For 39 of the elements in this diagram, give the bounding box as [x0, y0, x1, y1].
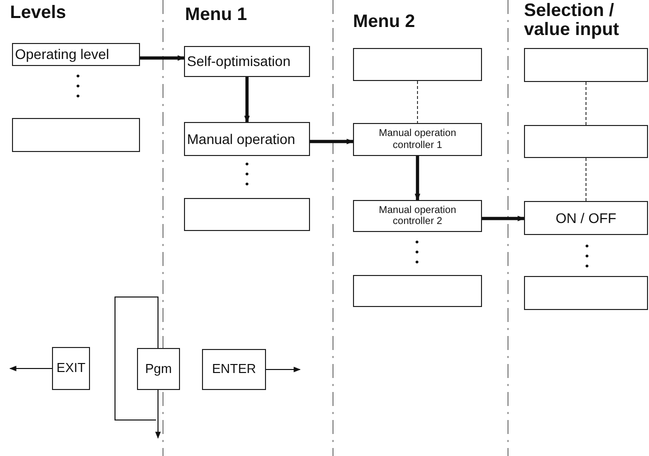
column-heading: Selection / value input: [524, 1, 620, 39]
empty-box: [353, 48, 482, 81]
empty-box: [524, 276, 648, 310]
connector-line: [114, 296, 158, 420]
menu-box: [353, 123, 482, 156]
menu-box: [184, 46, 310, 77]
menu-box: [353, 200, 482, 232]
arrow: [140, 55, 185, 61]
box-label: Manual operation controller 1: [378, 128, 458, 151]
menu-box: [524, 201, 648, 235]
arrow: [155, 390, 161, 439]
menu-box: [52, 347, 90, 390]
box-label: ENTER: [212, 362, 256, 377]
arrow: [414, 156, 420, 201]
box-label: Operating level: [15, 46, 110, 63]
box-label: ON / OFF: [556, 210, 616, 226]
column-heading: Menu 1: [185, 5, 248, 24]
box-label: Manual operation: [187, 130, 296, 148]
arrow: [244, 77, 250, 123]
box-label: Pgm: [145, 362, 172, 376]
connector-line: [417, 80, 418, 124]
menu-box: [12, 43, 140, 66]
box-label: Self-optimisation: [187, 53, 290, 70]
arrow: [266, 366, 301, 372]
arrow: [310, 138, 354, 144]
arrow: [482, 216, 525, 222]
menu-box: [184, 122, 310, 156]
menu-box: [137, 348, 180, 390]
empty-box: [353, 275, 482, 307]
box-label: EXIT: [56, 361, 86, 376]
empty-box: [12, 118, 140, 152]
menu-box: [202, 349, 266, 390]
empty-box: [524, 48, 648, 82]
empty-box: [524, 125, 648, 158]
arrow: [9, 366, 52, 372]
column-heading: Levels: [10, 3, 68, 22]
box-label: Manual operation controller 2: [378, 204, 458, 228]
column-heading: Menu 2: [353, 12, 416, 31]
empty-box: [184, 198, 310, 231]
